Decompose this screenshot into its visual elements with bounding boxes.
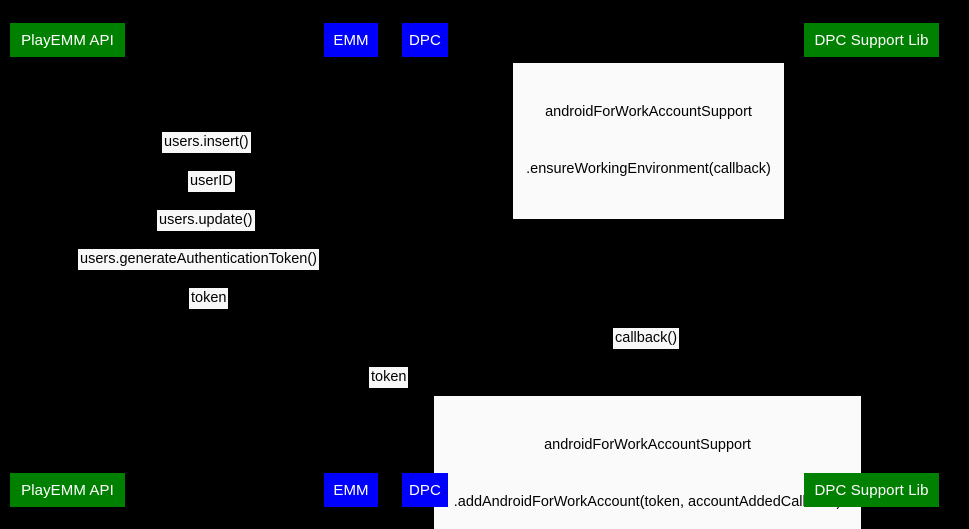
message-line-1: androidForWorkAccountSupport xyxy=(544,437,751,453)
actor-label: DPC xyxy=(409,31,441,49)
actor-bottom-emm[interactable]: EMM xyxy=(324,473,378,507)
actor-top-dpc-support-lib[interactable]: DPC Support Lib xyxy=(804,23,939,57)
actor-top-dpc[interactable]: DPC xyxy=(402,23,448,57)
message-users-update: users.update() xyxy=(157,210,255,231)
message-add-android-for-work-account: androidForWorkAccountSupport .addAndroid… xyxy=(434,396,861,529)
message-line-1: androidForWorkAccountSupport xyxy=(545,104,752,120)
actor-label: EMM xyxy=(333,31,369,49)
message-line-2: .addAndroidForWorkAccount(token, account… xyxy=(453,494,842,510)
message-token-dpc: token xyxy=(369,367,409,388)
message-users-insert: users.insert() xyxy=(162,132,251,153)
actor-top-playemm-api[interactable]: PlayEMM API xyxy=(10,23,125,57)
actor-label: PlayEMM API xyxy=(21,481,114,499)
actor-label: DPC Support Lib xyxy=(814,481,929,499)
actor-label: EMM xyxy=(333,481,369,499)
actor-bottom-dpc-support-lib[interactable]: DPC Support Lib xyxy=(804,473,939,507)
actor-label: DPC xyxy=(409,481,441,499)
actor-top-emm[interactable]: EMM xyxy=(324,23,378,57)
message-generate-authentication-token: users.generateAuthenticationToken() xyxy=(78,249,319,270)
actor-label: PlayEMM API xyxy=(21,31,114,49)
actor-bottom-dpc[interactable]: DPC xyxy=(402,473,448,507)
message-ensure-working-environment: androidForWorkAccountSupport .ensureWork… xyxy=(513,63,784,219)
message-line-2: .ensureWorkingEnvironment(callback) xyxy=(526,161,771,177)
lifeline-playemm-api xyxy=(67,57,68,473)
message-user-id: userID xyxy=(188,171,235,192)
actor-label: DPC Support Lib xyxy=(814,31,929,49)
message-token-emm: token xyxy=(189,288,229,309)
lifeline-dpc xyxy=(424,57,425,473)
lifeline-emm xyxy=(350,57,351,473)
message-callback: callback() xyxy=(613,328,680,349)
lifeline-dpc-support-lib xyxy=(871,57,872,473)
actor-bottom-playemm-api[interactable]: PlayEMM API xyxy=(10,473,125,507)
